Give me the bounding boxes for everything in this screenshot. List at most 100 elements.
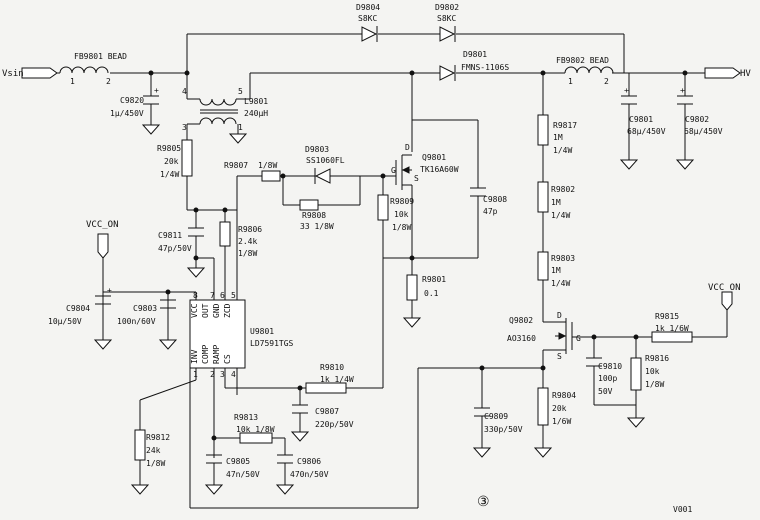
label-text: S — [557, 352, 562, 361]
label-text: AO3160 — [507, 334, 536, 343]
label-text: 4 — [182, 87, 187, 96]
section-marker: ③ — [477, 494, 490, 510]
label-text: Q9802 — [509, 316, 533, 325]
label-text: 20k — [164, 157, 179, 166]
q9802-mosfet: D G S Q9802 AO3160 — [507, 311, 581, 361]
label-text: G — [576, 334, 581, 343]
r9812-resistor: R9812 24k 1/8W — [134, 429, 170, 468]
vsin-port: Vsin — [2, 67, 58, 79]
label-text: SS1060FL — [306, 156, 345, 165]
label-text: C9803 — [133, 304, 157, 313]
label-text: 2.4k — [238, 237, 257, 246]
d9802-diode: D9802 S8KC — [435, 3, 459, 42]
label-text: 1/4W — [553, 146, 572, 155]
label-text: FMNS-1106S — [461, 63, 509, 72]
label-text: D — [557, 311, 562, 320]
label-text: R9810 — [320, 363, 344, 372]
label-text: 1 — [238, 123, 243, 132]
label-text: S8KC — [358, 14, 377, 23]
r9807-resistor: R9807 1/8W — [224, 161, 281, 182]
c9803-capacitor: C9803 100n/60V — [117, 299, 176, 326]
q9801-mosfet: D G S Q9801 TK16A60W — [391, 143, 459, 190]
label-text: 1/8W — [645, 380, 664, 389]
label-text: CS — [223, 354, 232, 364]
label-text: FB9802 BEAD — [556, 56, 609, 65]
label-text: INV — [190, 349, 199, 364]
u9801-ic: VCC OUT GND ZCD INV COMP RAMP CS 8 7 6 5… — [189, 291, 294, 379]
c9807-capacitor: C9807 220p/50V — [292, 404, 354, 429]
label-text: 1M — [551, 266, 561, 275]
label-text: 330p/50V — [484, 425, 523, 434]
label-text: C9805 — [226, 457, 250, 466]
label-text: R9808 — [302, 211, 326, 220]
label-text: R9806 — [238, 225, 262, 234]
label-text: 1/4W — [551, 211, 570, 220]
vcc-on-left-port: VCC_ON — [86, 220, 119, 259]
label-text: D9802 — [435, 3, 459, 12]
fb9801-bead: FB9801 BEAD 1 2 — [59, 52, 127, 86]
label-text: C9820 — [120, 96, 144, 105]
label-text: R9804 — [552, 391, 576, 400]
label-text: 4 — [231, 370, 236, 379]
label-text: RAMP — [212, 345, 221, 364]
label-text: 470n/50V — [290, 470, 329, 479]
label-text: ZCD — [223, 303, 232, 318]
r9817-resistor: R9817 1M 1/4W — [537, 114, 577, 155]
label-text: R9812 — [146, 433, 170, 442]
c9804-capacitor: + C9804 10μ/50V — [48, 286, 112, 326]
label-text: 220p/50V — [315, 420, 354, 429]
label-text: 1 — [70, 77, 75, 86]
label-text: 20k — [552, 404, 567, 413]
label-text: R9805 — [157, 144, 181, 153]
label-text: 8 — [193, 291, 198, 300]
label-text: R9817 — [553, 121, 577, 130]
r9804-resistor: R9804 20k 1/6W — [537, 387, 576, 426]
label-text: C9802 — [685, 115, 709, 124]
label-text: 3 — [182, 123, 187, 132]
label-text: C9801 — [629, 115, 653, 124]
label-text: + — [154, 86, 159, 95]
label-text: R9802 — [551, 185, 575, 194]
label-text: 3 — [220, 370, 225, 379]
r9815-resistor: R9815 1k 1/6W — [651, 312, 693, 343]
label-text: 50V — [598, 387, 613, 396]
label-text: D9801 — [463, 50, 487, 59]
label-text: C9804 — [66, 304, 90, 313]
c9820-capacitor: + C9820 1μ/450V — [110, 86, 159, 118]
label-text: U9801 — [250, 327, 274, 336]
label-text: VCC — [190, 303, 199, 318]
label-text: C9806 — [297, 457, 321, 466]
label-text: R9816 — [645, 354, 669, 363]
label-text: VCC_ON — [708, 283, 741, 293]
label-text: 1k 1/4W — [320, 375, 354, 384]
label-text: 1/6W — [552, 417, 571, 426]
label-text: 10k 1/8W — [236, 425, 275, 434]
label-text: S8KC — [437, 14, 456, 23]
label-text: 5 — [238, 87, 243, 96]
label-text: 2 — [210, 370, 215, 379]
c9811-capacitor: C9811 47p/50V — [158, 227, 204, 253]
label-text: 68μ/450V — [627, 127, 666, 136]
label-text: TK16A60W — [420, 165, 459, 174]
r9816-resistor: R9816 10k 1/8W — [630, 354, 669, 391]
label-text: D9804 — [356, 3, 380, 12]
page-ref: V001 — [673, 505, 692, 514]
label-text: 7 — [210, 291, 215, 300]
label-text: 1/8W — [146, 459, 165, 468]
label-text: R9803 — [551, 254, 575, 263]
d9804-diode: D9804 S8KC — [356, 3, 380, 42]
label-text: C9808 — [483, 195, 507, 204]
label-text: COMP — [201, 345, 210, 364]
label-text: VCC_ON — [86, 220, 119, 230]
label-text: 100p — [598, 374, 617, 383]
d9803-diode: D9803 SS1060FL — [305, 145, 345, 184]
label-text: 10k — [394, 210, 409, 219]
label-text: 100n/60V — [117, 317, 156, 326]
label-text: 10k — [645, 367, 660, 376]
wires — [57, 33, 728, 509]
c9805-capacitor: C9805 47n/50V — [206, 454, 260, 479]
c9802-capacitor: + C9802 68μ/450V — [677, 86, 723, 136]
r9805-resistor: R9805 20k 1/4W — [157, 139, 193, 179]
label-text: 24k — [146, 446, 161, 455]
label-text: 1M — [553, 133, 563, 142]
